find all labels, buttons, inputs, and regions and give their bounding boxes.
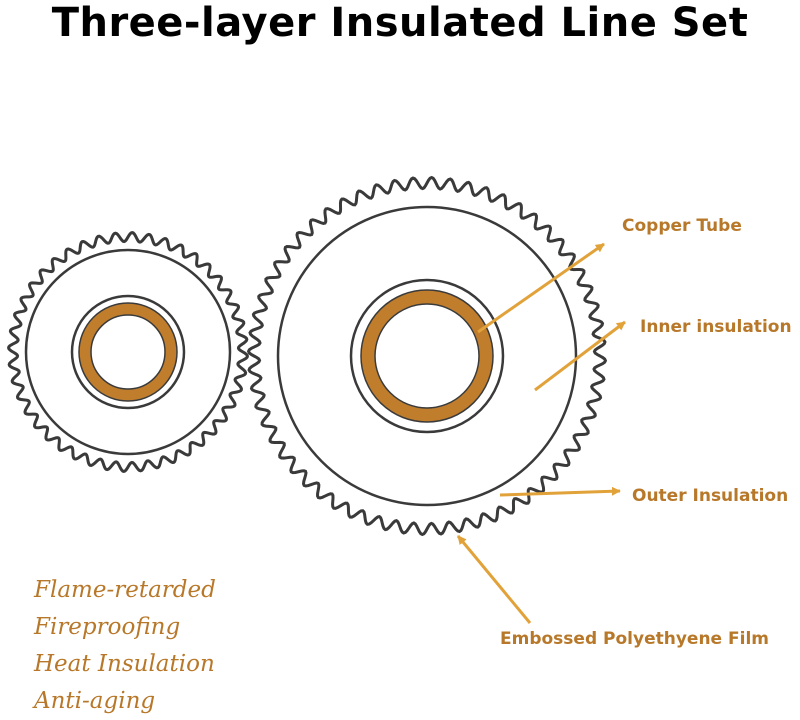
large-copper-edge-outer <box>360 289 494 423</box>
label-outer-insulation: Outer Insulation <box>632 486 789 506</box>
label-copper-tube: Copper Tube <box>622 216 742 236</box>
large-pipe <box>246 175 608 537</box>
label-inner-insulation: Inner insulation <box>640 317 792 337</box>
large-copper-tube <box>361 290 493 422</box>
small-embossed-film <box>7 231 249 473</box>
large-embossed-film <box>246 175 608 537</box>
page-title: Three-layer Insulated Line Set <box>51 0 749 46</box>
label-embossed-film: Embossed Polyethyene Film <box>500 629 769 649</box>
feature-item: Anti-aging <box>34 688 156 714</box>
small-pipe <box>7 231 249 473</box>
small-copper-tube <box>79 303 177 401</box>
small-copper-edge-inner <box>90 314 166 390</box>
large-outer-insulation <box>276 205 578 507</box>
arrow-copper-tube <box>477 242 605 334</box>
arrow-embossed-film <box>456 535 532 624</box>
large-copper-edge-inner <box>374 303 480 409</box>
large-inner-insulation <box>349 278 505 434</box>
feature-item: Flame-retarded <box>34 577 216 603</box>
feature-list: Flame-retarded Fireproofing Heat Insulat… <box>34 572 216 720</box>
feature-item: Fireproofing <box>34 614 181 640</box>
small-outer-insulation <box>24 248 232 456</box>
small-copper-edge-outer <box>78 302 178 402</box>
small-inner-insulation <box>70 294 186 410</box>
feature-item: Heat Insulation <box>34 651 215 677</box>
arrow-outer-insulation <box>499 486 621 497</box>
arrow-inner-insulation <box>534 320 626 392</box>
